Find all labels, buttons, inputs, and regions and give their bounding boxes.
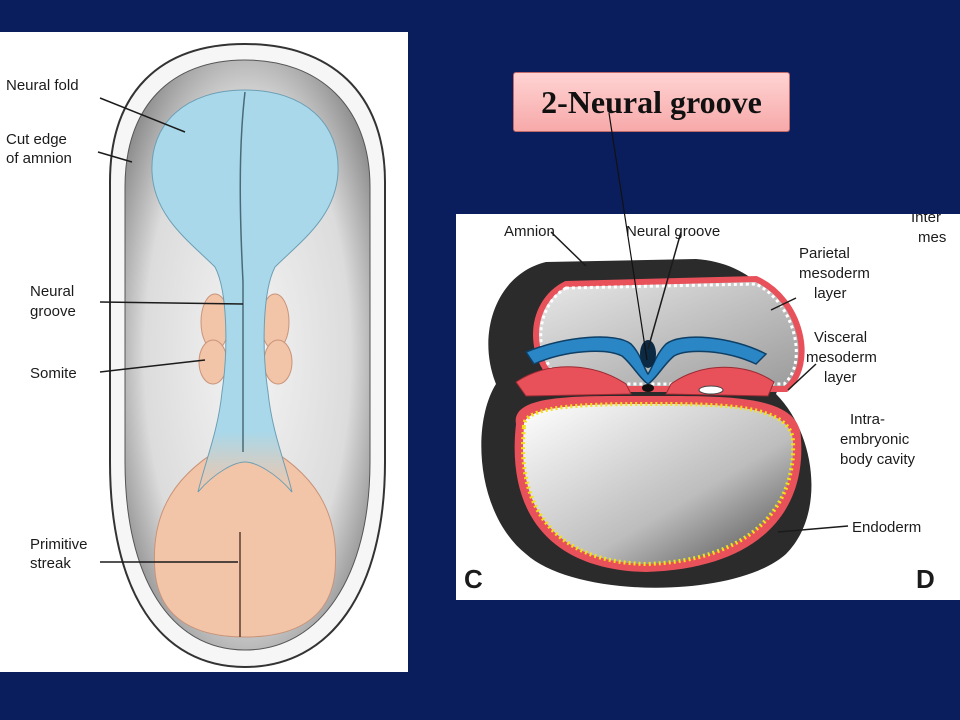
callout-neural-groove: 2-Neural groove [513,72,790,132]
neural-plate [151,89,339,493]
label-parietal-line2: mesoderm [799,265,870,282]
leader-lines [97,97,244,563]
label-parietal-line3: layer [814,285,847,302]
mesoderm-left [515,366,632,397]
label-amnion: Amnion [504,223,555,240]
label-parietal-line1: Parietal [799,245,850,262]
yolk-sac-inner [521,401,796,567]
panel-letter-c: C [464,564,483,594]
amniotic-cavity [533,275,805,392]
neural-groove-line [239,91,246,452]
label-cavity-line1: Intra- [850,411,885,428]
cut-label-top-line2: mes [918,229,946,246]
label-cut-edge-line1: Cut edge [6,131,67,148]
label-neural-groove-line1: Neural [30,283,74,300]
label-cut-edge-line2: of amnion [6,150,72,167]
label-primitive-streak-line2: streak [30,555,71,572]
label-neural-groove: Neural groove [626,223,720,240]
somites [198,293,293,385]
cavity-right [698,385,724,395]
label-neural-fold: Neural fold [6,77,79,94]
dorsal-view-illustration: Neural fold Cut edge of amnion Neural gr… [6,42,386,669]
label-endoderm: Endoderm [852,519,921,536]
label-neural-groove-line2: groove [30,303,76,320]
label-visceral-line3: layer [824,369,857,386]
cross-section-illustration: Amnion Neural groove Parietal mesoderm l… [464,214,946,594]
panel-letter-d: D [916,564,935,594]
right-leader-lines [550,231,849,533]
label-visceral-line1: Visceral [814,329,867,346]
cut-label-top-line1: Inter [911,214,941,226]
label-cavity-line2: embryonic [840,431,910,448]
neural-groove-center [640,340,656,368]
notochord [642,384,654,392]
mesoderm-right [665,366,775,397]
label-somite: Somite [30,365,77,382]
callout-text: 2-Neural groove [541,83,762,120]
label-cavity-line3: body cavity [840,451,916,468]
right-cross-section-figure: Amnion Neural groove Parietal mesoderm l… [456,214,960,600]
label-visceral-line2: mesoderm [806,349,877,366]
left-embryo-figure: Neural fold Cut edge of amnion Neural gr… [0,32,408,672]
label-primitive-streak-line1: Primitive [30,536,88,553]
